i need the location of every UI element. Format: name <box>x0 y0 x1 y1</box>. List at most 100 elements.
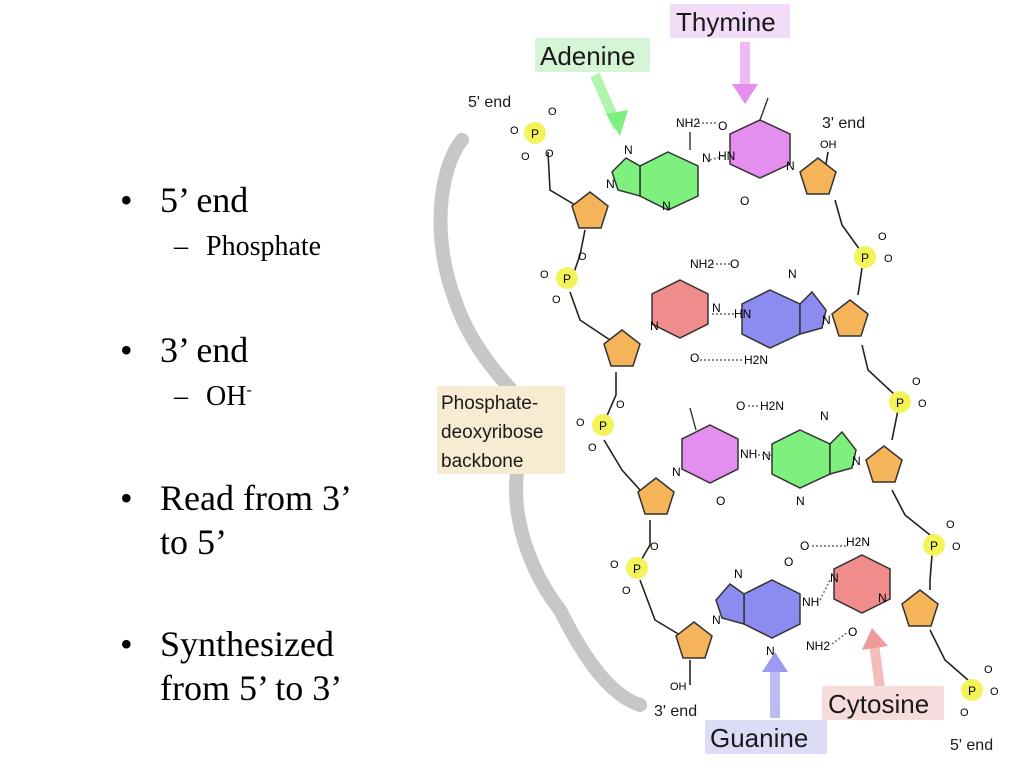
phosphate-group-8: P O O O <box>960 664 999 719</box>
svg-text:N: N <box>672 465 681 479</box>
oh-text: OH <box>206 381 247 412</box>
svg-text:P: P <box>968 684 976 698</box>
svg-text:Cytosine: Cytosine <box>828 689 929 719</box>
svg-text:O: O <box>548 106 557 118</box>
bullet-dot: • <box>120 180 133 220</box>
five-prime-end-bottom: 5' end <box>950 737 993 754</box>
svg-text:N: N <box>712 613 721 627</box>
svg-text:P: P <box>531 127 539 141</box>
svg-text:N: N <box>788 267 797 281</box>
cytosine-base <box>651 279 709 339</box>
svg-text:O: O <box>545 148 554 160</box>
svg-text:H2N: H2N <box>744 353 768 367</box>
sub-bullet-text: OH- <box>206 380 252 414</box>
svg-text:N: N <box>662 199 671 213</box>
svg-text:O: O <box>960 707 969 719</box>
svg-text:NH2: NH2 <box>676 116 700 130</box>
sugar-4 <box>675 621 713 659</box>
svg-text:P: P <box>861 251 869 265</box>
bullet-text: 5’ end <box>160 180 249 220</box>
svg-text:Guanine: Guanine <box>710 723 808 753</box>
svg-text:O: O <box>984 664 993 676</box>
svg-text:N: N <box>702 151 711 165</box>
sugar-6 <box>831 299 869 337</box>
guanine-label: Guanine <box>705 720 827 754</box>
svg-text:O: O <box>510 125 519 137</box>
base-pair-1: NH2 N N N N O HN O N <box>606 97 795 213</box>
deoxyribose-sugars <box>571 157 939 659</box>
svg-text:N: N <box>650 319 659 333</box>
bullet-text-line-1: Synthesized <box>160 624 334 664</box>
left-backbone <box>547 151 691 685</box>
phosphate-group-1: P O O O O <box>510 106 557 163</box>
cytosine-label: Cytosine <box>822 686 944 720</box>
cytosine-arrow <box>862 628 888 689</box>
svg-text:P: P <box>896 396 904 410</box>
svg-text:N: N <box>830 571 839 585</box>
oh-charge: - <box>246 381 252 399</box>
right-backbone <box>824 151 969 681</box>
adenine-label: Adenine <box>535 38 650 72</box>
bullet-dot: • <box>120 624 133 664</box>
phosphate-group-5: P O O <box>854 231 893 268</box>
svg-text:NH2: NH2 <box>806 639 830 653</box>
svg-text:O: O <box>952 541 961 553</box>
svg-text:N: N <box>786 159 795 173</box>
svg-text:N: N <box>734 567 743 581</box>
bullet-text-line-2: from 5’ to 3’ <box>160 668 343 708</box>
svg-text:N: N <box>796 494 805 508</box>
phosphate-group-2: P O O O <box>540 251 587 306</box>
phosphate-group-7: P O O <box>923 519 961 556</box>
svg-text:O: O <box>784 555 793 569</box>
sugar-3 <box>637 477 675 515</box>
bullet-text-line-1: Read from 3’ <box>160 478 352 518</box>
svg-text:O: O <box>716 494 725 508</box>
svg-text:O: O <box>878 231 887 243</box>
svg-text:O: O <box>718 119 727 133</box>
svg-text:O: O <box>690 351 699 365</box>
sugar-8 <box>901 589 939 627</box>
svg-text:O: O <box>552 294 561 306</box>
phosphate-group-6: P O O <box>889 376 927 413</box>
svg-text:P: P <box>563 272 571 286</box>
thymine-base <box>681 424 739 484</box>
svg-text:H2N: H2N <box>846 535 870 549</box>
svg-text:O: O <box>576 417 585 429</box>
svg-text:N: N <box>820 409 829 423</box>
svg-text:HN: HN <box>718 149 735 163</box>
svg-text:O: O <box>740 194 749 208</box>
phosphate-group-3: P O O O <box>576 399 625 454</box>
svg-text:Adenine: Adenine <box>540 41 635 71</box>
svg-text:O: O <box>736 399 745 413</box>
svg-text:NH: NH <box>740 447 757 461</box>
bullet-dot: • <box>120 478 133 518</box>
svg-text:O: O <box>800 539 809 553</box>
svg-text:O: O <box>540 269 549 281</box>
thymine-arrow <box>732 42 758 104</box>
svg-text:P: P <box>930 539 938 553</box>
sub-bullet-text: Phosphate <box>206 231 322 262</box>
svg-text:backbone: backbone <box>441 451 523 472</box>
svg-text:O: O <box>918 398 927 410</box>
svg-text:NH: NH <box>802 595 819 609</box>
svg-text:N: N <box>624 143 633 157</box>
sugar-7 <box>865 445 903 483</box>
oh-bottom: OH <box>670 681 687 693</box>
svg-text:O: O <box>946 519 955 531</box>
svg-text:O: O <box>616 399 625 411</box>
base-pair-4: O NH NH2 N N N H2N N O N O <box>712 535 891 658</box>
cytosine-base <box>833 554 891 614</box>
five-prime-end-top: 5' end <box>468 94 511 111</box>
adenine-base <box>771 429 831 489</box>
svg-text:P: P <box>633 562 641 576</box>
svg-text:O: O <box>610 559 619 571</box>
svg-text:N: N <box>878 591 887 605</box>
guanine-base <box>743 579 801 639</box>
svg-text:O: O <box>912 376 921 388</box>
base-pair-3: O NH O N H2N N N N N <box>672 399 861 508</box>
phosphate-group-4: P O O O <box>610 541 659 597</box>
svg-text:N: N <box>606 177 615 191</box>
svg-text:O: O <box>650 541 659 553</box>
bullet-text-line-2: to 5’ <box>160 522 227 562</box>
